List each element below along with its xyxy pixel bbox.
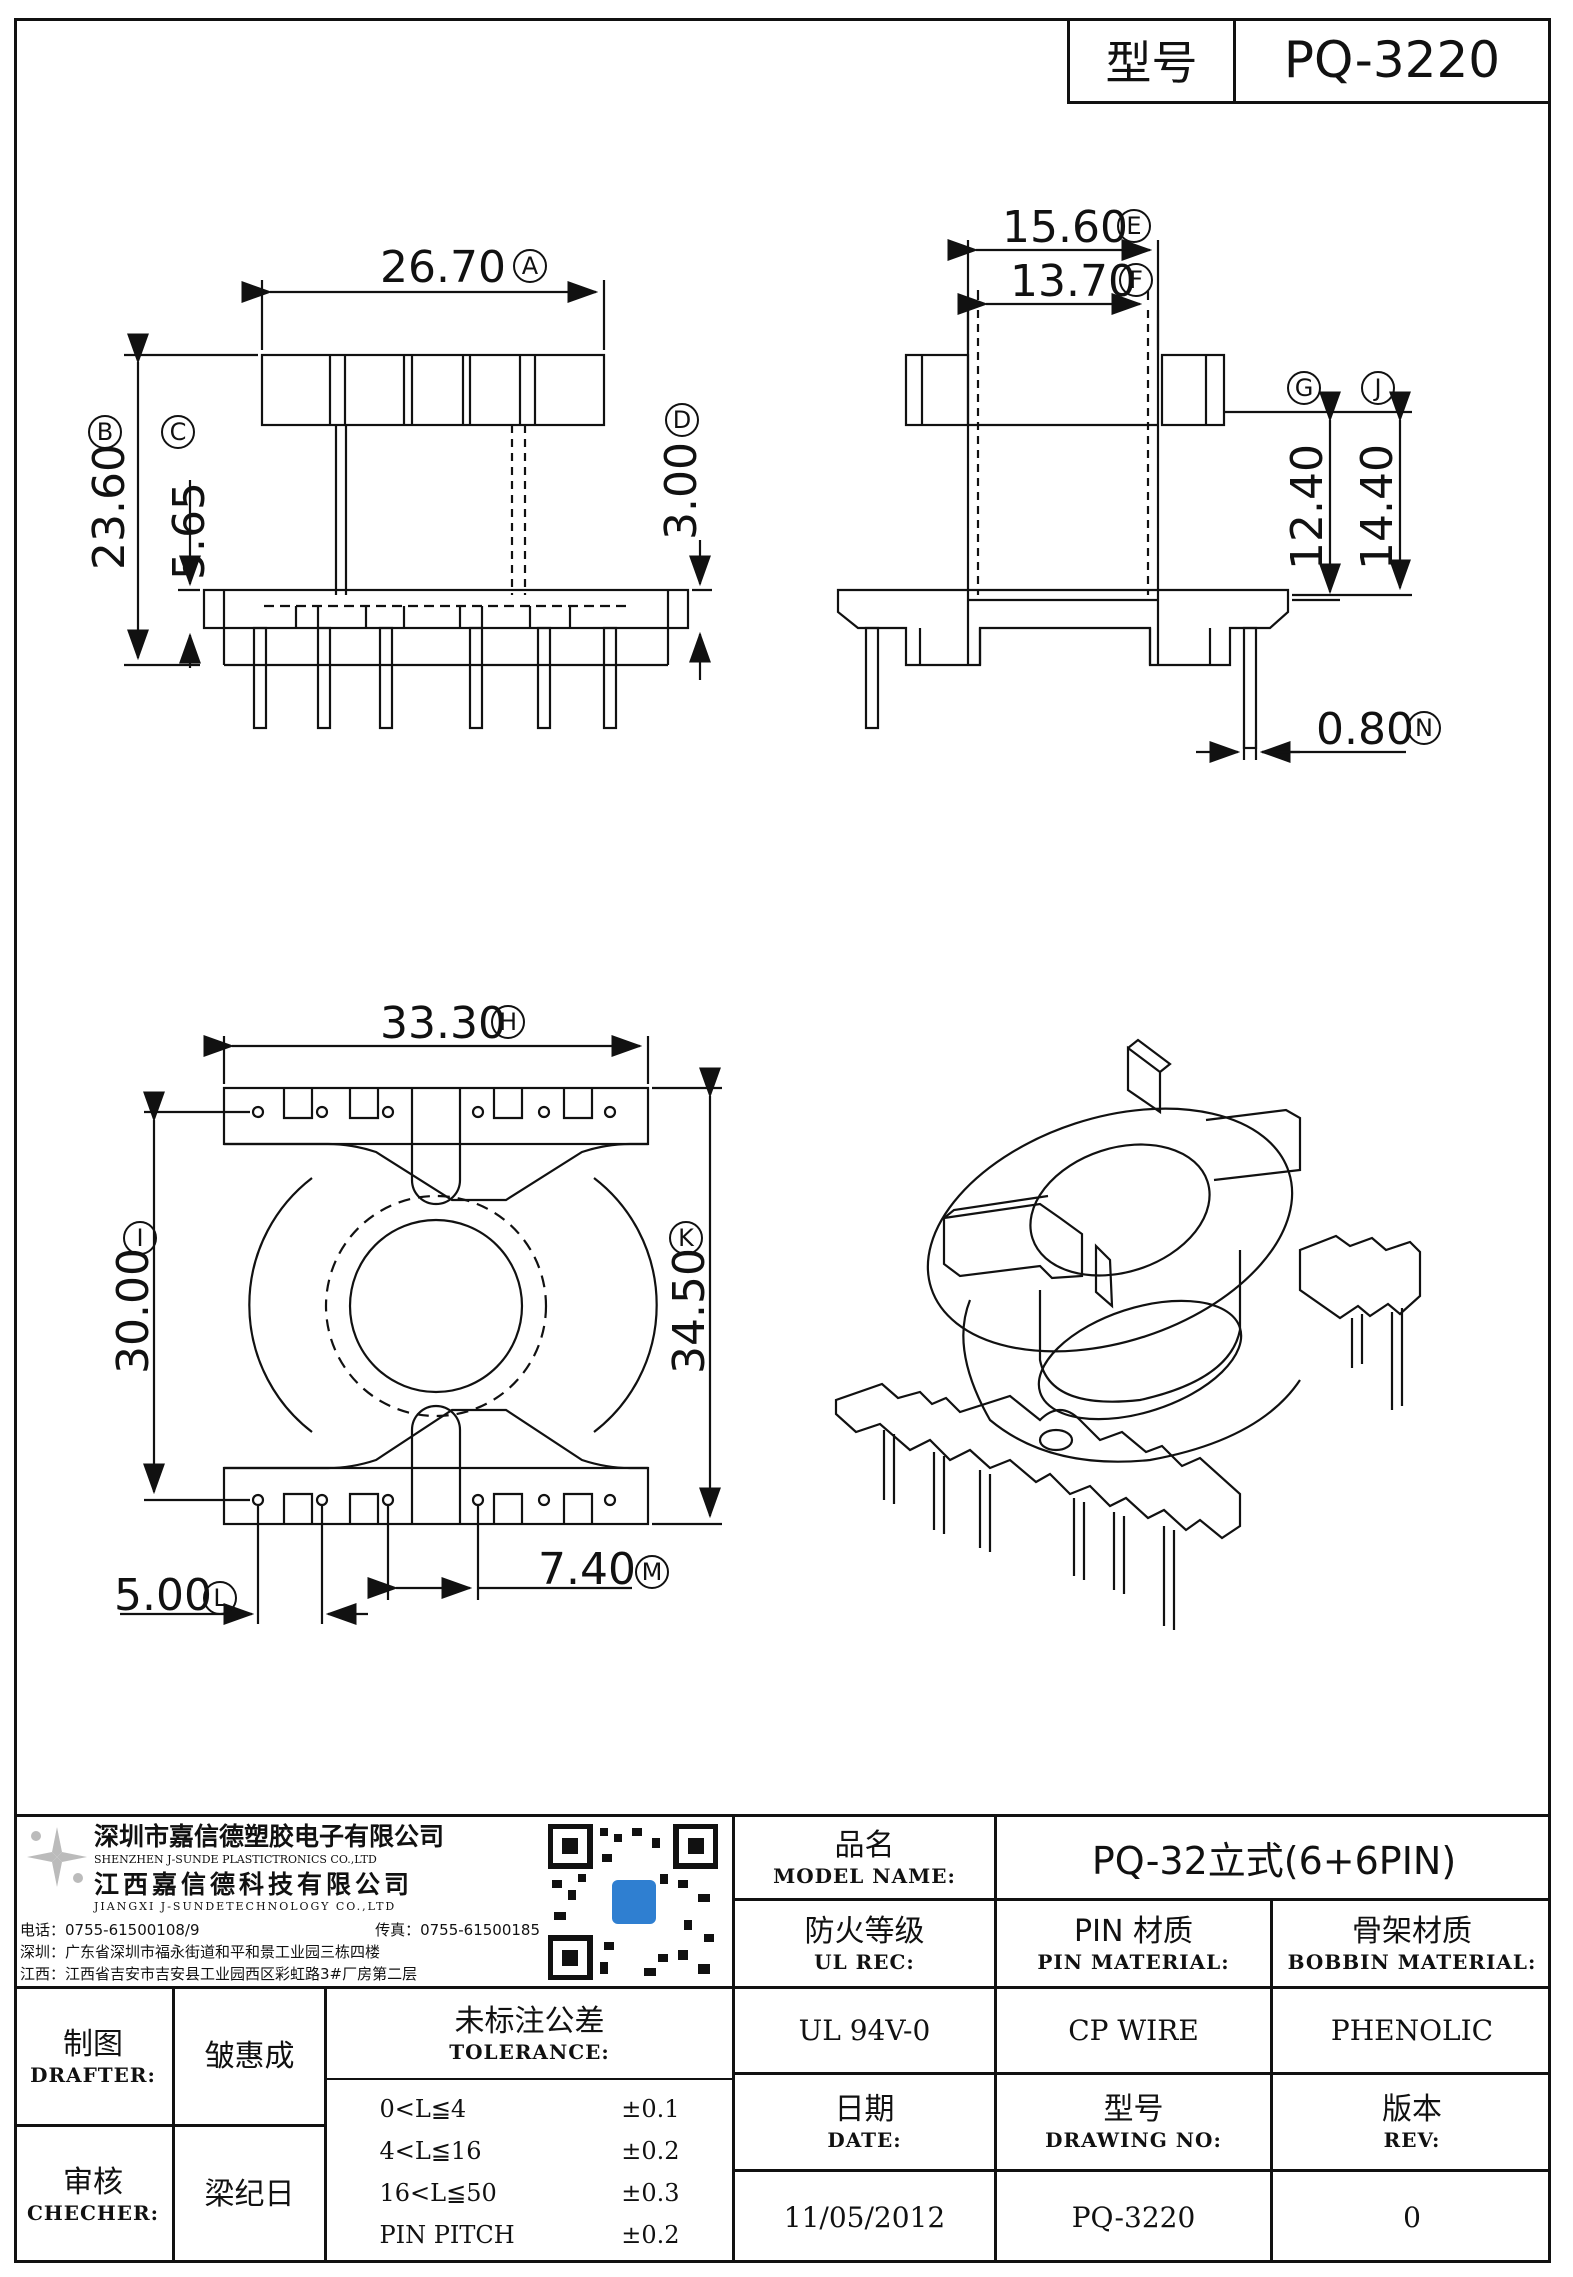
marker-n: N (1415, 714, 1433, 742)
marker-i: I (136, 1224, 143, 1252)
marker-g: G (1295, 374, 1314, 402)
marker-a: A (522, 252, 539, 280)
address-sz: 深圳：广东省深圳市福永街道和平和景工业园三栋四楼 (20, 1942, 381, 1961)
company2-name-cn: 江西嘉信德科技有限公司 (94, 1870, 414, 1899)
dim-g-value: 12.40 (1282, 444, 1333, 570)
dim-f-value: 13.70 (1010, 256, 1136, 307)
marker-f: F (1129, 266, 1143, 294)
marker-l: L (213, 1584, 227, 1612)
date-value: 11/05/2012 (783, 2201, 946, 2234)
address-jx: 江西：江西省吉安市吉安县工业园西区彩虹路3#厂房第二层 (20, 1964, 418, 1983)
dim-e-value: 15.60 (1002, 202, 1128, 253)
side-view (836, 239, 1412, 763)
pin-material-value: CP WIRE (1068, 2014, 1199, 2047)
bobbin-material-value: PHENOLIC (1330, 2014, 1494, 2047)
dim-c-value: 5.65 (164, 482, 215, 580)
title-block: 深圳市嘉信德塑胶电子有限公司 SHENZHEN J-SUNDE PLASTICT… (14, 1814, 1551, 2263)
marker-d: D (673, 406, 691, 434)
drawing-no-value: PQ-3220 (1071, 2201, 1196, 2234)
dim-i-value: 30.00 (108, 1248, 159, 1374)
checker-value: 梁纪日 (204, 2177, 295, 2212)
ul-rec-value: UL 94V-0 (798, 2014, 931, 2047)
header-model: PQ-3220 (1283, 30, 1501, 89)
company2-name-en: JIANGXI J-SUNDETECHNOLOGY CO.,LTD (94, 1899, 397, 1913)
tolerance-row: 0<L≦4±0.1 (379, 2095, 680, 2123)
tolerance-table: 0<L≦4±0.1 4<L≦16±0.2 16<L≦50±0.3 PIN PIT… (327, 2082, 732, 2262)
dim-j-value: 14.40 (1352, 444, 1403, 570)
contact-line: 电话：0755-61500108/9 传真：0755-61500185 (20, 1918, 540, 1940)
tolerance-row: 16<L≦50±0.3 (379, 2179, 680, 2207)
marker-j: J (1372, 374, 1381, 402)
company-name-cn: 深圳市嘉信德塑胶电子有限公司 (94, 1822, 445, 1851)
company-name-en: SHENZHEN J-SUNDE PLASTICTRONICS CO.,LTD (94, 1852, 377, 1866)
marker-e: E (1126, 212, 1141, 240)
dim-k-value: 34.50 (664, 1248, 715, 1374)
tolerance-row: 4<L≦16±0.2 (379, 2137, 680, 2165)
drawing-frame (14, 18, 1551, 2263)
marker-b: B (97, 418, 113, 446)
marker-c: C (170, 418, 187, 446)
phone: 电话：0755-61500108/9 (20, 1920, 200, 1939)
qr-code (544, 1822, 722, 1982)
marker-circles (88, 209, 1441, 1615)
company-logo (22, 1822, 92, 1892)
dim-m-value: 7.40 (538, 1544, 636, 1595)
dim-n-value: 0.80 (1316, 704, 1414, 755)
fax: 传真：0755-61500185 (375, 1920, 540, 1939)
marker-k: K (678, 1224, 695, 1252)
technical-drawing: 26.70 A 23.60 B 5.65 C 3.00 D 15.60 E 13… (84, 202, 1441, 1630)
dim-d-value: 3.00 (656, 442, 707, 540)
header-label: 型号 (1070, 18, 1236, 101)
bottom-view (120, 1035, 722, 1625)
drafter-value: 皱惠成 (204, 2038, 295, 2074)
dim-a-value: 26.70 (380, 242, 506, 293)
dim-b-value: 23.60 (84, 444, 135, 570)
marker-h: H (499, 1008, 517, 1036)
dim-h-value: 33.30 (380, 998, 506, 1049)
model-name-value: PQ-32立式(6+6PIN) (1091, 1839, 1457, 1883)
title-header: 型号 PQ-3220 (1067, 18, 1551, 104)
isometric-view (834, 1038, 1422, 1630)
tolerance-row: PIN PITCH±0.2 (379, 2221, 680, 2249)
front-view (124, 280, 712, 730)
rev-value: 0 (1403, 2201, 1421, 2234)
dim-l-value: 5.00 (114, 1570, 212, 1621)
marker-m: M (642, 1558, 663, 1586)
